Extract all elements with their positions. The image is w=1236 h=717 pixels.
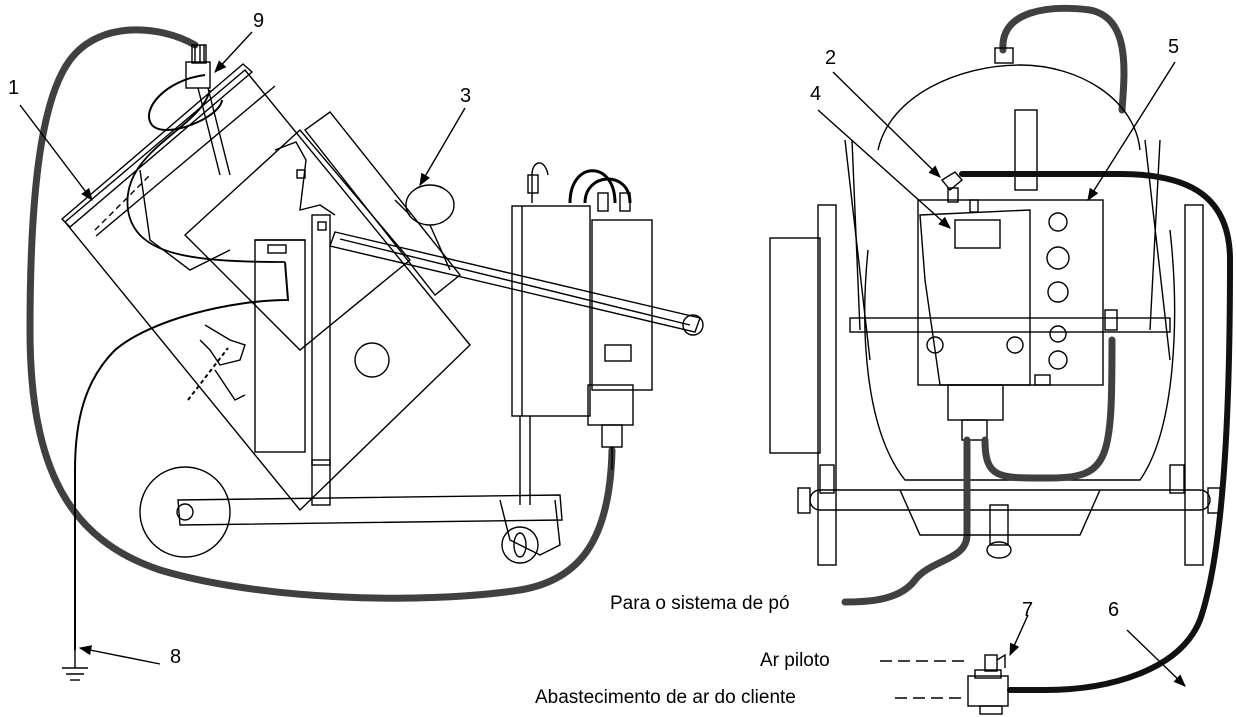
- hose-top-right: [999, 4, 1128, 114]
- ground-symbol-icon: [62, 650, 88, 681]
- front-view: [769, 4, 1234, 715]
- ground-wire: [74, 261, 290, 650]
- callout-3: 3: [460, 85, 472, 107]
- side-view: [26, 26, 704, 681]
- air-line: [959, 171, 1234, 693]
- callout-4: 4: [810, 83, 822, 105]
- pilot-valve: [967, 653, 1009, 715]
- callout-2: 2: [825, 47, 837, 69]
- hopper-drum: [60, 63, 471, 512]
- callout-6: 6: [1108, 599, 1120, 621]
- label-customer-air-supply: Abastecimento de ar do cliente: [535, 687, 796, 708]
- label-to-powder-system: Para o sistema de pó: [610, 593, 790, 614]
- inner-hose: [148, 74, 223, 131]
- callout-7: 7: [1022, 599, 1034, 621]
- callout-8: 8: [170, 646, 182, 668]
- hose-loop-left: [26, 26, 616, 602]
- callout-5: 5: [1168, 36, 1180, 58]
- label-pilot-air: Ar piloto: [760, 650, 830, 671]
- callout-9: 9: [253, 10, 265, 32]
- callout-1: 1: [8, 77, 20, 99]
- callout-leaders: [19, 31, 1186, 699]
